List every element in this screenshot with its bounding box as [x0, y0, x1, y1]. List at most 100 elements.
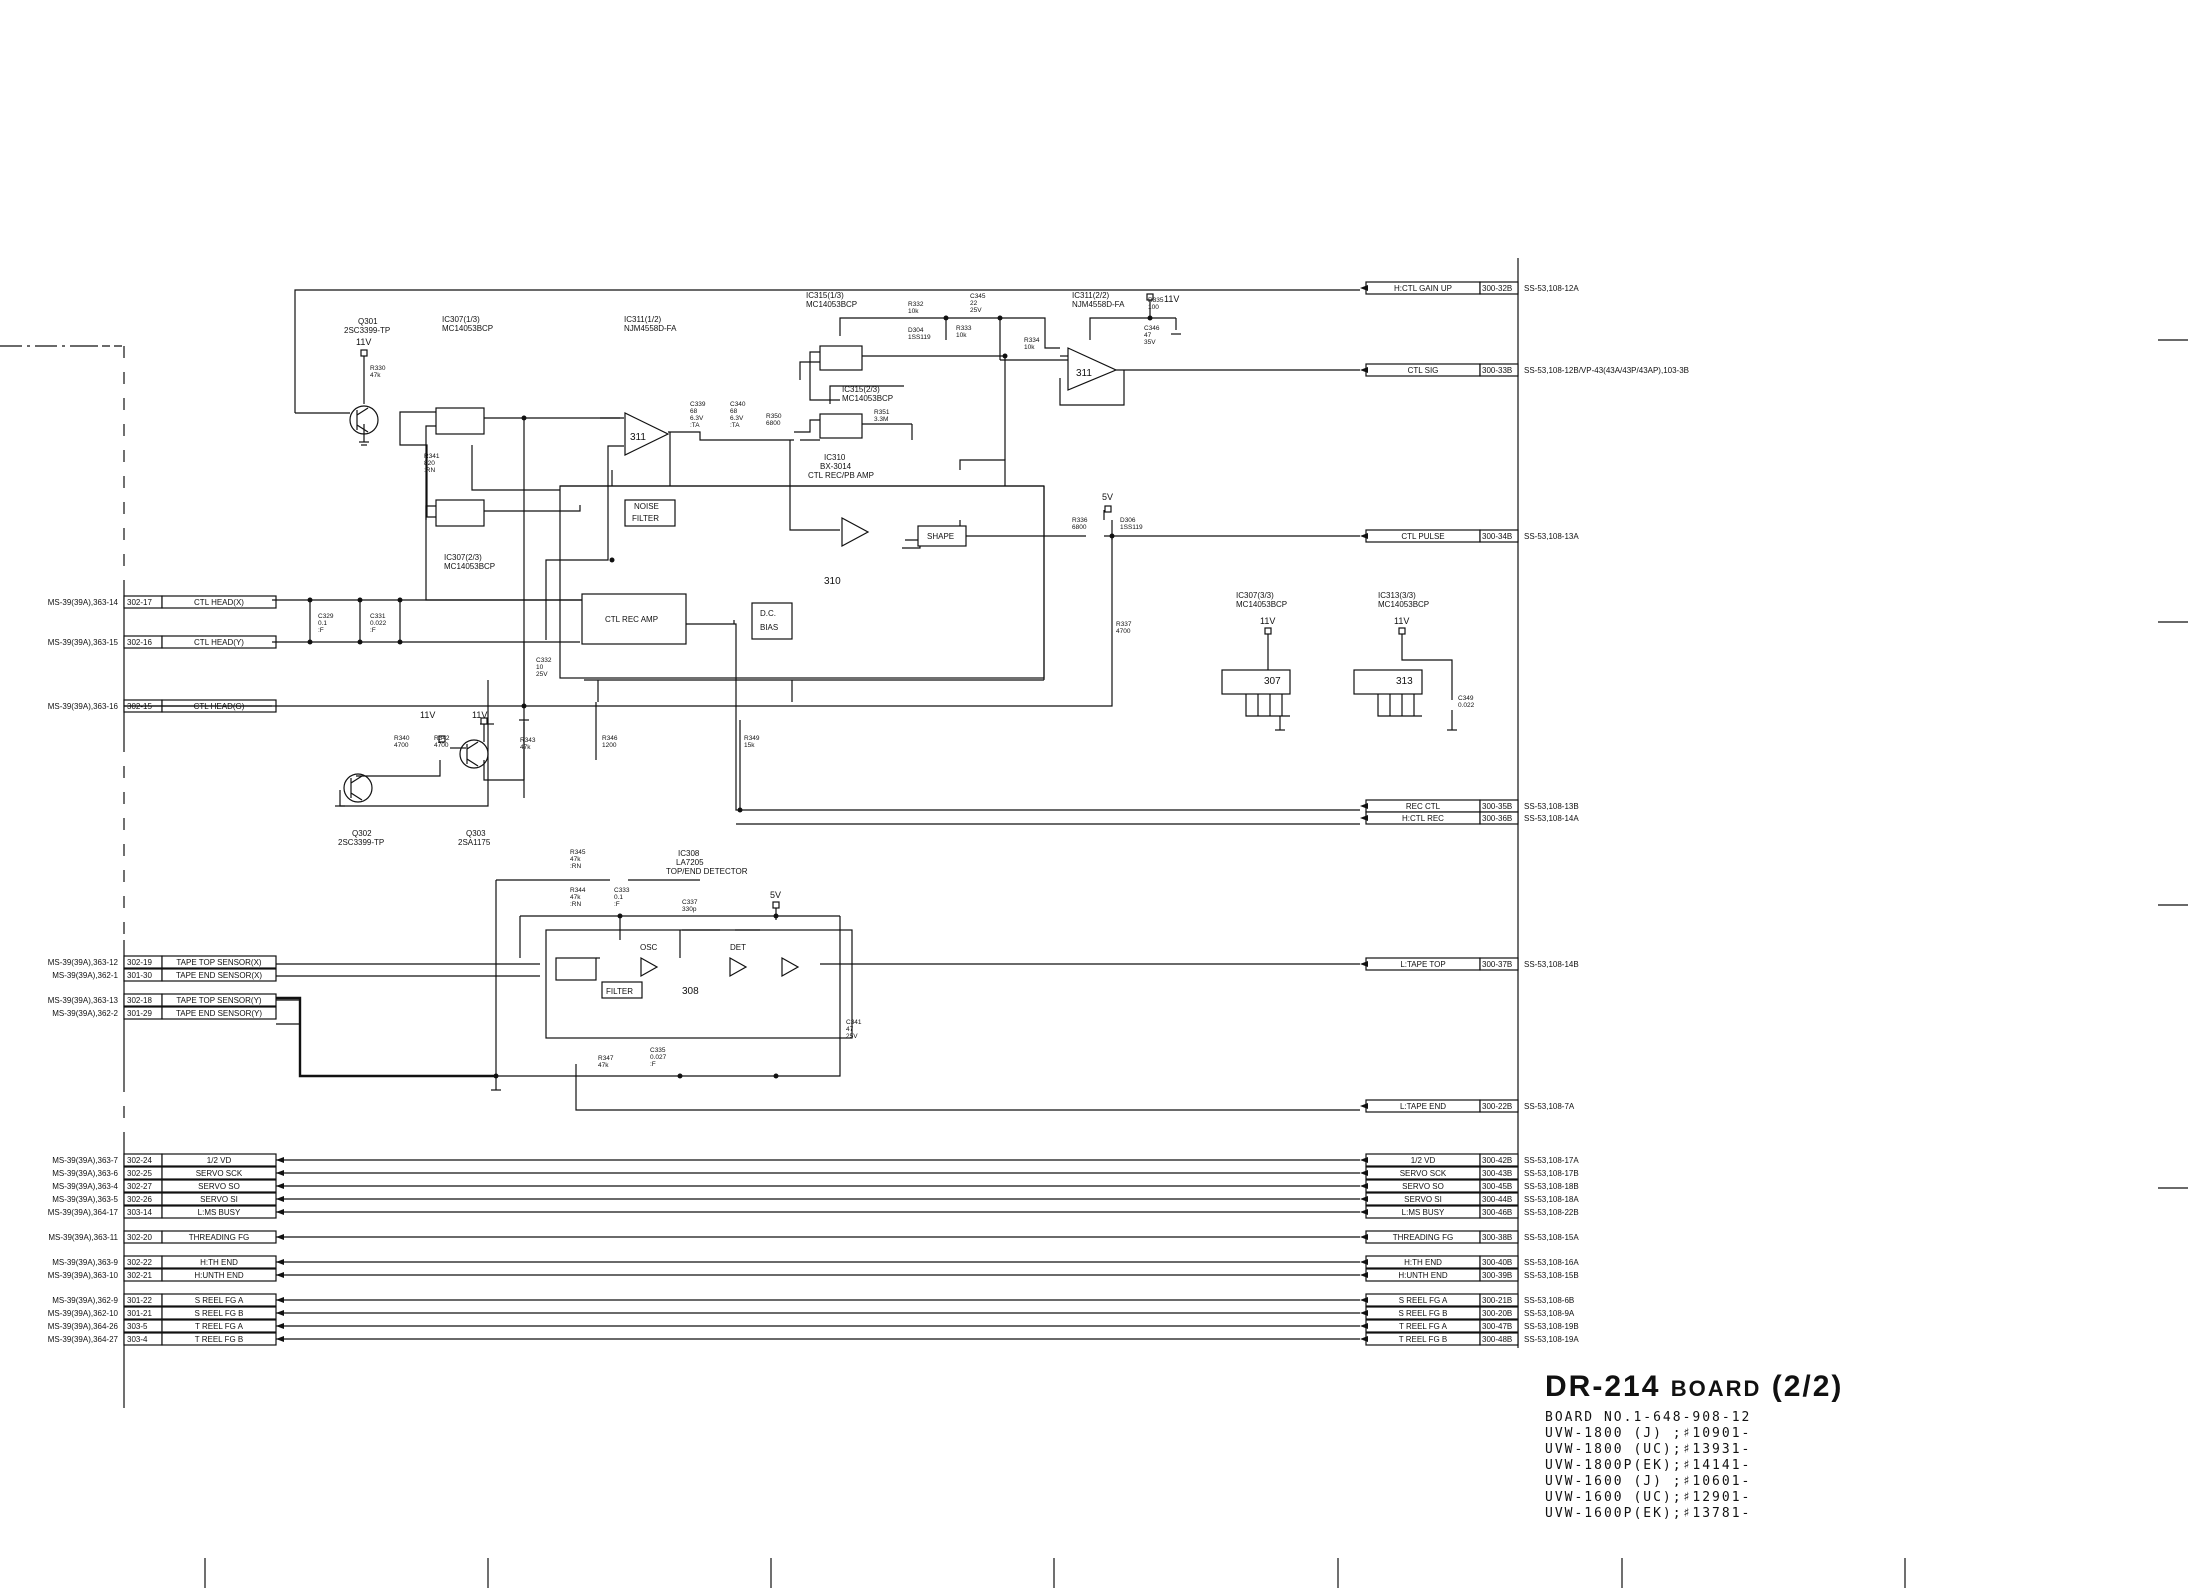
left-arrow-icon	[276, 1170, 284, 1176]
ic315-1-switch	[819, 345, 863, 371]
component-label-r345: R345	[570, 849, 586, 856]
left-connector-ms: MS-39(39A),363-10	[48, 1271, 119, 1280]
left-connector-signal: 1/2 VD	[207, 1156, 232, 1165]
left-connector-ms: MS-39(39A),363-14	[48, 598, 119, 607]
right-connector-signal: CTL PULSE	[1401, 532, 1444, 541]
component-label-c329: :F	[318, 627, 324, 634]
model-line-3: UVW-1800P(EK);♯14141-	[1545, 1458, 1752, 1473]
component-label-c349: 0.022	[1458, 702, 1475, 709]
supply-symbols	[360, 293, 1406, 909]
osc-buffer	[640, 956, 659, 978]
left-connector-ms: MS-39(39A),363-15	[48, 638, 119, 647]
component-label-c345: 25V	[970, 307, 982, 314]
left-connector-signal: H:UNTH END	[194, 1271, 244, 1280]
junction-dots	[307, 315, 1153, 1079]
left-arrow-icon	[276, 1336, 284, 1342]
right-connector-ss: SS-53,108-14B	[1524, 960, 1579, 969]
component-label-r330: R330	[370, 365, 386, 372]
left-connector-pin: 301-22	[127, 1296, 152, 1305]
component-label-c329: 0.1	[318, 620, 327, 627]
right-pin-box	[1479, 1332, 1519, 1346]
model-line-5: UVW-1600 (UC);♯12901-	[1545, 1490, 1752, 1505]
left-connector-ms: MS-39(39A),362-2	[52, 1009, 118, 1018]
q303-supply-label: 11V	[472, 710, 487, 720]
sensor-ground-bus	[276, 996, 496, 1078]
right-pin-box	[1479, 1319, 1519, 1333]
component-label-c340: 68	[730, 408, 738, 415]
right-pin-box	[1479, 1268, 1519, 1282]
sheet-number: (2/2)	[1771, 1370, 1844, 1403]
left-connector-ms: MS-39(39A),364-17	[48, 1208, 119, 1217]
component-label-c335: C335	[650, 1047, 666, 1054]
left-connector-pin: 302-21	[127, 1271, 152, 1280]
right-connector-signal: S REEL FG A	[1399, 1296, 1448, 1305]
right-arrow-icon	[1360, 1310, 1368, 1316]
q303-ref: Q303	[466, 829, 486, 838]
component-label-c332: 25V	[536, 671, 548, 678]
ic310-part: BX-3014	[820, 462, 852, 471]
left-connector-signal: SERVO SI	[200, 1195, 238, 1204]
component-label-c332: 10	[536, 664, 544, 671]
component-label-r342: 4700	[434, 742, 449, 749]
left-signal-box	[161, 1006, 277, 1020]
left-connector-ms: MS-39(39A),363-5	[52, 1195, 118, 1204]
right-connector-signal: H:UNTH END	[1398, 1271, 1448, 1280]
component-label-c340: :TA	[730, 422, 740, 429]
right-connector-signal: CTL SIG	[1408, 366, 1439, 375]
left-connector-signal: TAPE TOP SENSOR(X)	[176, 958, 262, 967]
right-pin-box	[1479, 1153, 1519, 1167]
q302-part: 2SC3399-TP	[338, 838, 384, 847]
right-connector-pin: 300-36B	[1482, 814, 1512, 823]
q302-transistor	[343, 773, 373, 803]
right-arrow-icon	[1360, 815, 1368, 821]
right-connector-ss: SS-53,108-19A	[1524, 1335, 1579, 1344]
right-connector-pin: 300-34B	[1482, 532, 1512, 541]
ic311-1-ref: IC311(1/2)	[624, 315, 662, 324]
det-label: DET	[730, 943, 746, 952]
component-label-d304: D304	[908, 327, 924, 334]
right-connector-ss: SS-53,108-18A	[1524, 1195, 1579, 1204]
component-label-c335: 0.027	[650, 1054, 667, 1061]
q301-transistor	[349, 405, 379, 435]
component-label-c345: 22	[970, 300, 978, 307]
model-line-1: UVW-1800 (J) ;♯10901-	[1545, 1426, 1752, 1441]
right-arrow-icon	[1360, 1209, 1368, 1215]
right-connector-ss: SS-53,108-13B	[1524, 802, 1579, 811]
component-label-r344: 47k	[570, 894, 581, 901]
q302-supply-label: 11V	[420, 710, 435, 720]
right-connector-signal: S REEL FG B	[1398, 1309, 1447, 1318]
left-connector-signal: TAPE END SENSOR(X)	[176, 971, 262, 980]
right-connector-pin: 300-46B	[1482, 1208, 1512, 1217]
right-arrow-icon	[1360, 1196, 1368, 1202]
right-arrow-icon	[1360, 533, 1368, 539]
left-connector-pin: 302-24	[127, 1156, 152, 1165]
component-label-r333: 10k	[956, 332, 967, 339]
dc-bias-label-1: D.C.	[760, 609, 776, 618]
ic313-3-supply-label: 11V	[1394, 616, 1409, 626]
right-connector-pin: 300-45B	[1482, 1182, 1512, 1191]
component-label-r343: 47k	[520, 744, 531, 751]
right-connector-ss: SS-53,108-14A	[1524, 814, 1579, 823]
left-connector-ms: MS-39(39A),363-6	[52, 1169, 118, 1178]
right-connector-pin: 300-35B	[1482, 802, 1512, 811]
right-connector-pin: 300-42B	[1482, 1156, 1512, 1165]
right-pin-box	[1479, 811, 1519, 825]
right-connector-ss: SS-53,108-12A	[1524, 284, 1579, 293]
component-label-c346: C346	[1144, 325, 1160, 332]
right-connector-pin: 300-32B	[1482, 284, 1512, 293]
right-connector-signal: SERVO SO	[1402, 1182, 1444, 1191]
left-connector-signal: SERVO SO	[198, 1182, 240, 1191]
right-connector-ss: SS-53,108-15B	[1524, 1271, 1579, 1280]
